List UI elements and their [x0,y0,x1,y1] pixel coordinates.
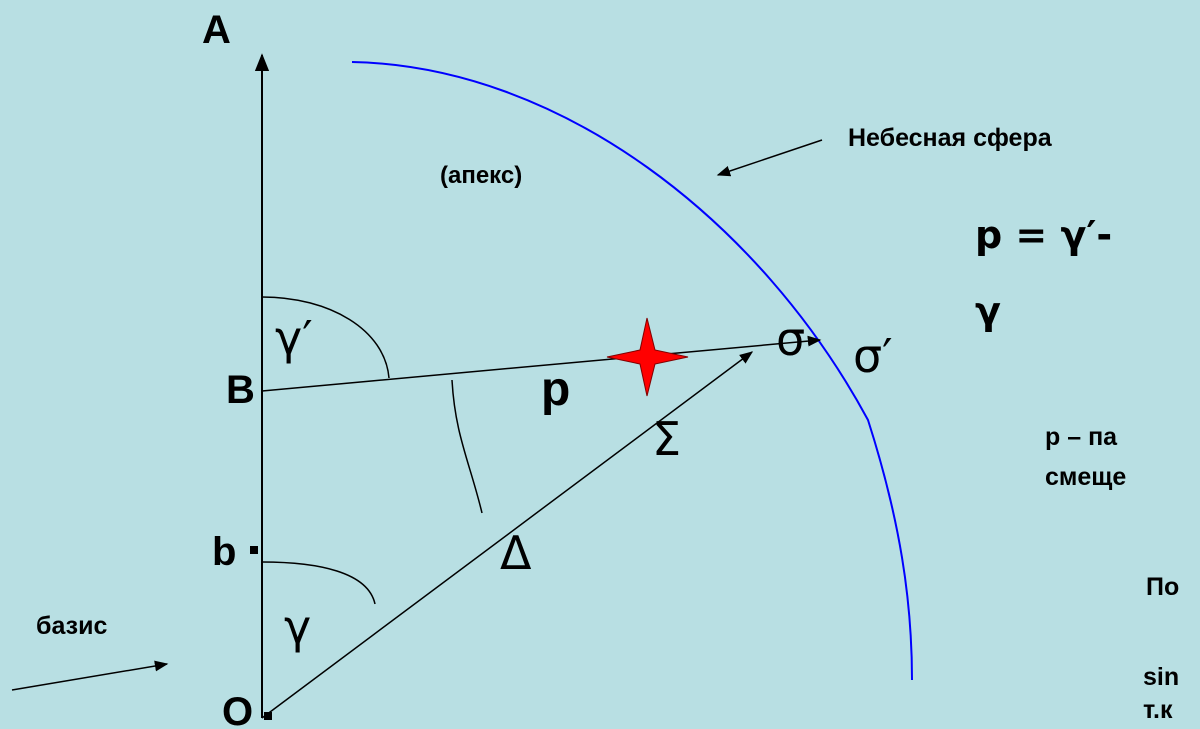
note-tk: т.к [1143,696,1173,724]
ray-B-sigma-prime [261,335,822,392]
point-b-marker [250,546,258,554]
angle-arc-p [451,379,483,514]
point-label-O: O [222,690,254,729]
label-sigma: σ [776,312,806,366]
angle-arc-gamma-prime [261,296,390,379]
point-o-marker [264,712,272,720]
label-celestial-sphere: Небесная сфера [848,124,1052,152]
label-Sigma: Σ [652,412,682,466]
note-sin: sin [1143,663,1180,691]
label-gamma-prime: γ′ [275,311,313,365]
point-label-B: B [226,368,255,412]
note-p-definition-2: смеще [1045,463,1127,491]
label-Delta: Δ [500,526,532,580]
formula-line-1: p = γ′- [975,213,1113,257]
note-po: По [1146,573,1180,601]
label-p: p [541,363,571,416]
label-apex: (апекс) [440,162,523,189]
label-sigma-prime: σ′ [853,329,893,383]
celestial-sphere-arc [351,61,913,681]
arrow-to-basis [11,660,169,691]
label-basis: базис [36,612,108,640]
arrow-to-sphere [716,139,823,177]
star-icon [606,317,689,397]
note-p-definition-1: p – па [1045,423,1118,451]
angle-arc-gamma [261,561,376,605]
ray-O-sigma [261,351,754,719]
point-label-b: b [212,530,237,574]
formula-line-2: γ [975,289,1001,333]
point-label-A: A [202,8,231,52]
label-gamma: γ [284,600,312,654]
